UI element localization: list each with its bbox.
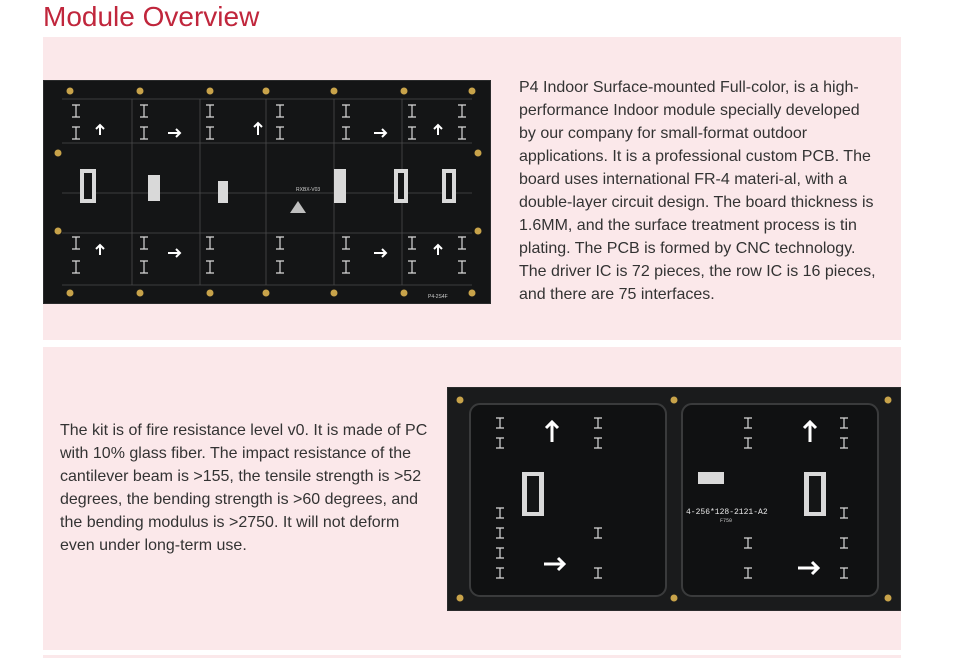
pcb-label: P4-2S4F <box>428 294 448 300</box>
module-back-image: 4-256*128-2121-A2 F750 <box>447 387 901 611</box>
module-description: P4 Indoor Surface-mounted Full-color, is… <box>519 79 876 303</box>
pcb-label: F750 <box>720 518 732 524</box>
pcb-label: 4-256*128-2121-A2 <box>686 508 768 517</box>
pcb-front-image: RXBX-V03 P4-2S4F <box>43 80 491 304</box>
kit-description: The kit is of fire resistance level v0. … <box>60 422 428 554</box>
section-divider <box>43 655 901 658</box>
page-title: Module Overview <box>43 1 260 32</box>
pcb-label: RXBX-V03 <box>296 187 320 193</box>
